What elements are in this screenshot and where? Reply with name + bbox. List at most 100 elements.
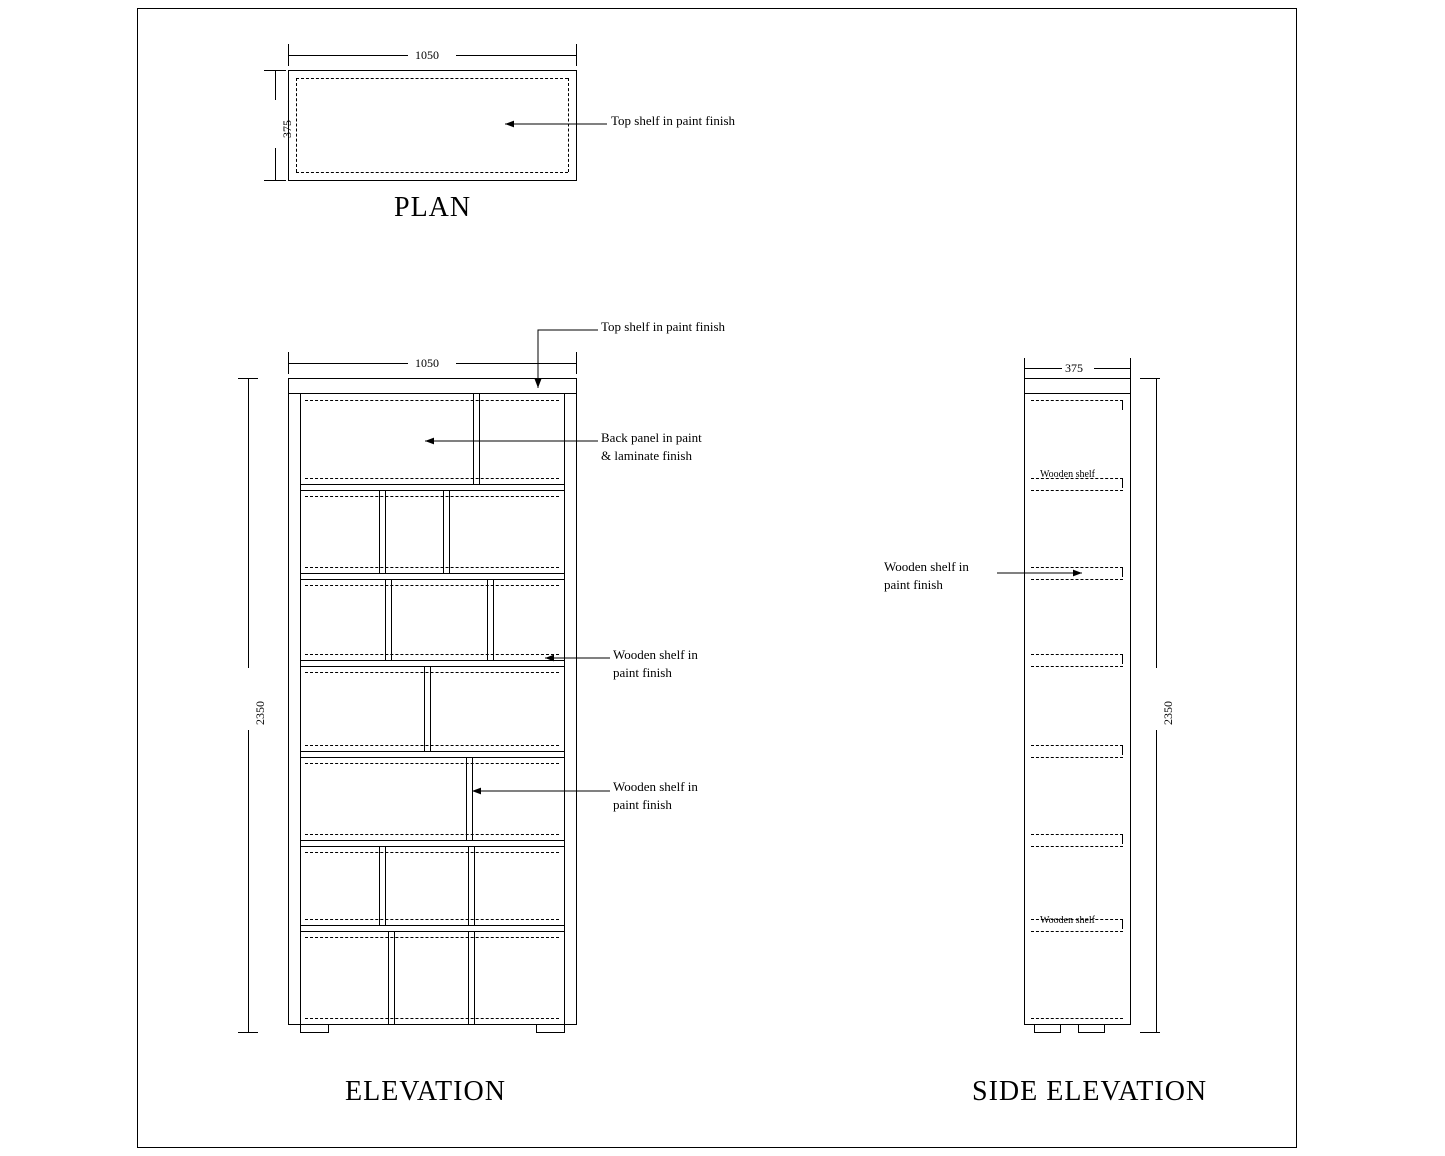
elev-dim-line-b	[456, 363, 576, 364]
side-wooden-shelf-callout-line1: Wooden shelf in	[884, 559, 969, 574]
plan-depth-line-b	[275, 148, 276, 180]
side-dash-4	[1031, 567, 1123, 568]
elev-wooden-shelf-callout2-line1: Wooden shelf in	[613, 779, 698, 794]
elev-divider-2a	[379, 490, 380, 573]
side-dim-ext-right	[1130, 358, 1131, 378]
elev-divider-3b	[449, 490, 450, 573]
elev-bay2-dash-top	[305, 496, 559, 497]
plan-top-shelf-callout: Top shelf in paint finish	[611, 113, 736, 128]
elev-divider-5b	[493, 579, 494, 660]
plan-outline-left	[288, 70, 289, 181]
elev-divider-1b	[479, 393, 480, 484]
elev-shelf-2-top	[300, 573, 564, 574]
side-h-line-a	[1156, 378, 1157, 668]
elev-divider-8b	[385, 846, 386, 925]
elev-divider-3a	[443, 490, 444, 573]
elev-dim-line-a	[288, 363, 408, 364]
elev-foot-left-l	[300, 1024, 301, 1033]
side-dash-8	[1031, 745, 1123, 746]
plan-outline-bottom	[288, 180, 576, 181]
plan-outline-right	[576, 70, 577, 181]
elev-shelf-6-bottom	[300, 931, 564, 932]
elev-outline-top	[288, 378, 576, 379]
side-tick-6	[1122, 834, 1123, 844]
side-dash-5	[1031, 579, 1123, 580]
elev-divider-11a	[468, 931, 469, 1025]
side-tick-1	[1122, 400, 1123, 410]
elev-divider-10b	[394, 931, 395, 1025]
elev-h-line-a	[248, 378, 249, 668]
elev-bay3-dash-bottom	[305, 654, 559, 655]
elev-height-dimension: 2350	[253, 701, 267, 725]
elev-bay6-dash-top	[305, 852, 559, 853]
elev-wooden-shelf-callout2-line2: paint finish	[613, 797, 672, 812]
side-dash-3	[1031, 490, 1123, 491]
side-dim-line-a	[1024, 368, 1062, 369]
elev-divider-2b	[385, 490, 386, 573]
side-foot-left-l	[1034, 1024, 1035, 1033]
elev-divider-4a	[385, 579, 386, 660]
plan-depth-ext-bottom	[264, 180, 286, 181]
side-tick-7	[1122, 919, 1123, 929]
side-outline-right	[1130, 378, 1131, 1025]
elev-shelf-4-bottom	[300, 757, 564, 758]
plan-inner-dash-bottom	[296, 172, 568, 173]
side-tick-5	[1122, 745, 1123, 755]
elev-shelf-1-top	[300, 484, 564, 485]
side-top-shelf-line	[1024, 393, 1130, 394]
side-tick-2	[1122, 478, 1123, 488]
elev-divider-1a	[473, 393, 474, 484]
elev-back-panel-callout-line2: & laminate finish	[601, 448, 692, 463]
side-tick-4	[1122, 654, 1123, 664]
elev-outline-bottom	[288, 1024, 576, 1025]
elev-foot-left-r	[328, 1024, 329, 1033]
elev-bay6-dash-bottom	[305, 919, 559, 920]
elev-shelf-2-bottom	[300, 579, 564, 580]
side-foot-right-l	[1078, 1024, 1079, 1033]
elev-outline-right	[576, 378, 577, 1025]
elevation-title: ELEVATION	[345, 1076, 506, 1107]
elev-divider-8a	[379, 846, 380, 925]
elev-shelf-4-top	[300, 751, 564, 752]
elev-bay7-dash-bottom	[305, 1018, 559, 1019]
elev-shelf-5-bottom	[300, 846, 564, 847]
elev-shelf-3-top	[300, 660, 564, 661]
side-tick-3	[1122, 567, 1123, 577]
plan-dim-line-b	[456, 55, 576, 56]
side-h-line-b	[1156, 730, 1157, 1032]
side-outline-top	[1024, 378, 1130, 379]
elev-shelf-5-top	[300, 840, 564, 841]
elev-bay4-dash-bottom	[305, 745, 559, 746]
side-foot-left-bottom	[1034, 1032, 1060, 1033]
plan-inner-dash-top	[296, 78, 568, 79]
elev-divider-9a	[468, 846, 469, 925]
elev-foot-right-r	[564, 1024, 565, 1033]
elev-divider-7a	[466, 757, 467, 840]
elev-bay3-dash-top	[305, 585, 559, 586]
side-dash-12	[1031, 919, 1123, 920]
side-outline-bottom	[1024, 1024, 1130, 1025]
elev-h-line-b	[248, 730, 249, 1032]
elev-divider-11b	[474, 931, 475, 1025]
side-height-dimension: 2350	[1161, 701, 1175, 725]
elev-h-ext-bottom	[238, 1032, 258, 1033]
elev-width-dimension: 1050	[415, 356, 439, 370]
side-dim-line-b	[1094, 368, 1130, 369]
elev-foot-right-l	[536, 1024, 537, 1033]
elev-divider-5a	[487, 579, 488, 660]
side-dash-2	[1031, 478, 1123, 479]
side-dash-13	[1031, 931, 1123, 932]
side-outline-left	[1024, 378, 1025, 1025]
elev-divider-9b	[474, 846, 475, 925]
side-foot-right-r	[1104, 1024, 1105, 1033]
side-dash-14	[1031, 1018, 1123, 1019]
elev-shelf-6-top	[300, 925, 564, 926]
plan-inner-dash-left	[296, 78, 297, 172]
plan-dim-ext-right	[576, 44, 577, 66]
side-width-dimension: 375	[1065, 361, 1083, 375]
elev-back-panel-callout-line1: Back panel in paint	[601, 430, 702, 445]
side-elevation-title: SIDE ELEVATION	[972, 1076, 1208, 1107]
side-dash-7	[1031, 666, 1123, 667]
elev-outline-left	[288, 378, 289, 1025]
